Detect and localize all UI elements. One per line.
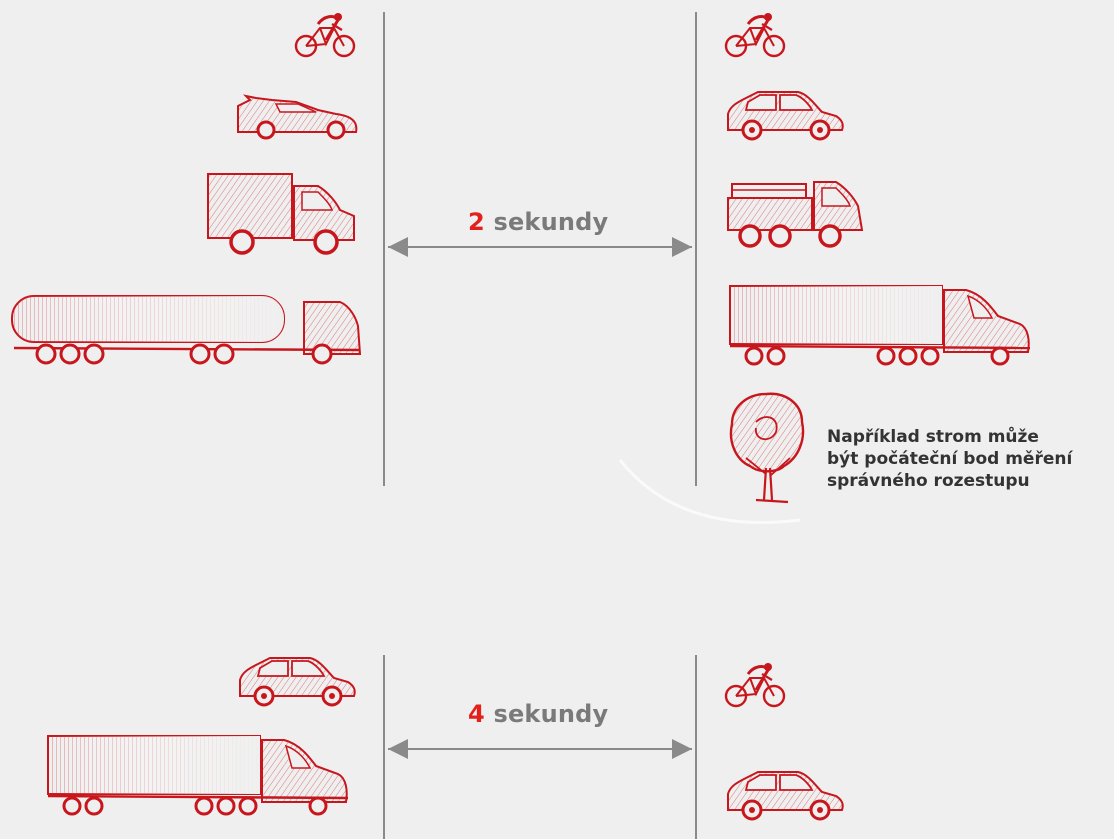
hatchback-car-icon [726, 770, 845, 821]
hatchback-car-icon [726, 90, 845, 141]
seconds-number: 2 [468, 208, 485, 236]
cyclist-icon [294, 11, 356, 58]
seconds-number: 4 [468, 700, 485, 728]
tree-icon [729, 392, 805, 504]
flatbed-truck-icon [727, 181, 864, 248]
tree-reference-note: Například strom může být počáteční bod m… [827, 426, 1114, 492]
note-line: Například strom může [827, 427, 1039, 447]
seconds-unit: sekundy [493, 208, 609, 236]
hatchback-car-icon [238, 656, 357, 707]
note-line: správného rozestupu [827, 471, 1030, 491]
tanker-truck-icon [11, 295, 362, 365]
semi-trailer-truck-icon [728, 284, 1032, 366]
sports-car-icon [237, 94, 358, 140]
distance-label-bottom: 4 sekundy [468, 700, 608, 728]
semi-trailer-truck-icon [46, 734, 350, 816]
cyclist-icon [724, 661, 786, 708]
cyclist-icon [724, 11, 786, 58]
note-line: být počáteční bod měření [827, 449, 1073, 469]
seconds-unit: sekundy [493, 700, 609, 728]
distance-label-top: 2 sekundy [468, 208, 608, 236]
box-truck-icon [207, 173, 355, 255]
